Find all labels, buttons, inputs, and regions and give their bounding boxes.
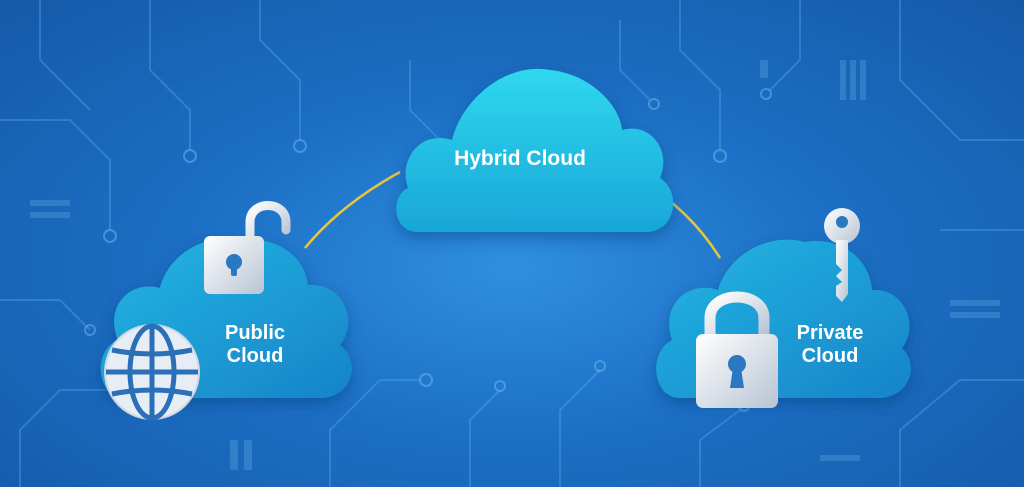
public-cloud-label-line1: Public <box>224 322 285 344</box>
globe-icon <box>104 323 200 421</box>
open-padlock-icon <box>204 201 291 294</box>
private-cloud-label: Private Cloud <box>775 322 885 368</box>
hybrid-cloud-node <box>396 68 674 232</box>
key-icon <box>824 208 860 302</box>
private-cloud-shape <box>656 239 911 398</box>
cloud-icon <box>396 68 674 232</box>
connector-left <box>304 170 401 249</box>
private-cloud-label-line2: Cloud <box>801 345 859 367</box>
public-cloud-label: Public Cloud <box>205 322 305 368</box>
padlock-icon <box>696 291 778 408</box>
private-cloud-label-line1: Private <box>796 322 864 344</box>
hybrid-cloud-label: Hybrid Cloud <box>454 147 586 170</box>
public-cloud-label-line2: Cloud <box>226 345 284 367</box>
private-cloud-node <box>656 239 911 398</box>
